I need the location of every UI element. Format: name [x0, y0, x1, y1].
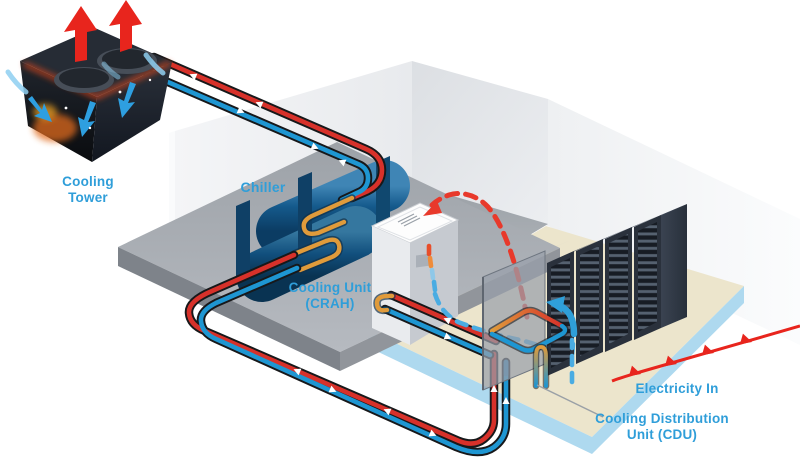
crah-top-grille — [397, 213, 421, 227]
diagram-labels: Cooling Tower Chiller Cooling Unit (CRAH… — [62, 174, 729, 442]
warm-return-pipe — [186, 252, 497, 446]
crah-coil-u-turn — [374, 293, 395, 313]
crah-label-line1: Cooling Unit — [289, 280, 372, 295]
pad-front-left — [118, 247, 340, 371]
air-intake-arrow-icon — [28, 96, 52, 122]
cooling-tower-unit — [5, 0, 172, 162]
heat-exchange-coil-lower — [291, 237, 342, 273]
hot-exhaust-arrows — [64, 0, 142, 62]
cold-air-arrow-icon — [546, 296, 565, 313]
fan-intake — [59, 68, 109, 88]
rack-3 — [605, 216, 658, 352]
air-intake-arrows — [28, 82, 136, 137]
air-intake-arrow-icon — [118, 82, 136, 118]
crah-vent — [416, 253, 430, 268]
rack-side — [661, 204, 687, 328]
rack-servers — [638, 222, 657, 332]
cooling-tower-label-line1: Cooling — [62, 174, 114, 189]
tower-front-left — [20, 61, 97, 162]
electricity-in-label: Electricity In — [635, 381, 718, 396]
air-intake-arrow-icon — [78, 101, 96, 137]
hot-air-path — [423, 191, 530, 320]
hot-air-dashed — [429, 191, 530, 320]
chiller-fin-left — [236, 200, 250, 278]
tower-top — [20, 28, 172, 97]
cdu-label-line2: Unit (CDU) — [627, 427, 697, 442]
cdu-loop — [488, 306, 569, 390]
hot-pipe-to-tower — [151, 54, 385, 201]
tower-front-right — [92, 62, 172, 162]
raised-floor-edge-left — [368, 330, 592, 454]
cold-supply-pipe — [198, 265, 509, 455]
rack-2 — [576, 228, 629, 364]
cold-pipe-from-tower — [144, 70, 371, 203]
cdu-loop-hot-side — [489, 308, 565, 334]
crah-front — [372, 226, 410, 345]
heat-exchange-coil-upper — [301, 195, 355, 237]
hot-air-arrow-icon — [423, 201, 442, 216]
chiller-label: Chiller — [241, 179, 286, 195]
back-right-wall-inner — [412, 61, 548, 226]
air-swoosh-icons — [5, 52, 166, 95]
cdu-callout-line — [536, 384, 604, 418]
rack-servers — [609, 234, 628, 344]
rack-cooling-riser — [534, 345, 548, 388]
electricity-line — [611, 324, 800, 383]
rack-4 — [634, 204, 687, 340]
condenser-water-pipes — [142, 52, 387, 238]
hot-edge-glow — [23, 61, 171, 100]
cdu-label-line1: Cooling Distribution — [595, 411, 729, 426]
hot-exhaust-arrow-icon — [64, 6, 97, 62]
chilled-water-pipes — [184, 235, 511, 457]
sparkles — [64, 78, 152, 130]
cold-air-supply-path — [546, 296, 578, 385]
rack-servers — [580, 246, 599, 356]
raised-floor-edge-right — [592, 286, 744, 454]
cooling-tower-label-line2: Tower — [68, 190, 108, 205]
hot-exhaust-arrow-icon — [109, 0, 142, 52]
crah-label-line2: (CRAH) — [305, 296, 354, 311]
fan-intake — [102, 49, 152, 69]
heat-glow — [33, 114, 77, 142]
crah-coil-pipes — [373, 290, 501, 360]
